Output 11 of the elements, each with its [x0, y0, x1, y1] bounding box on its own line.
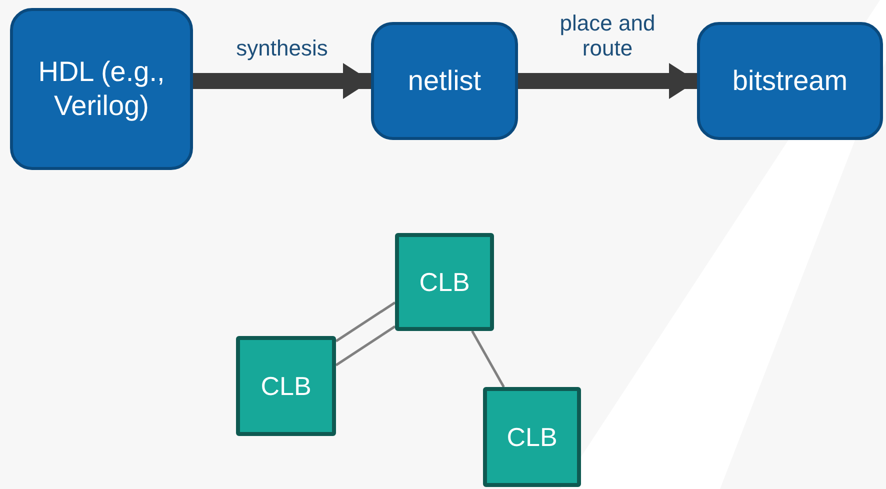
process-box: bitstream	[697, 22, 883, 140]
wire-line	[471, 330, 505, 388]
block-arrow	[193, 63, 371, 99]
wire-line	[335, 301, 396, 342]
clb-block: CLB	[395, 233, 494, 331]
process-box: HDL (e.g., Verilog)	[10, 8, 193, 170]
clb-block: CLB	[483, 387, 581, 487]
process-box: netlist	[371, 22, 518, 140]
block-arrow	[518, 63, 697, 99]
wire-line	[335, 325, 396, 366]
clb-block: CLB	[236, 336, 336, 436]
